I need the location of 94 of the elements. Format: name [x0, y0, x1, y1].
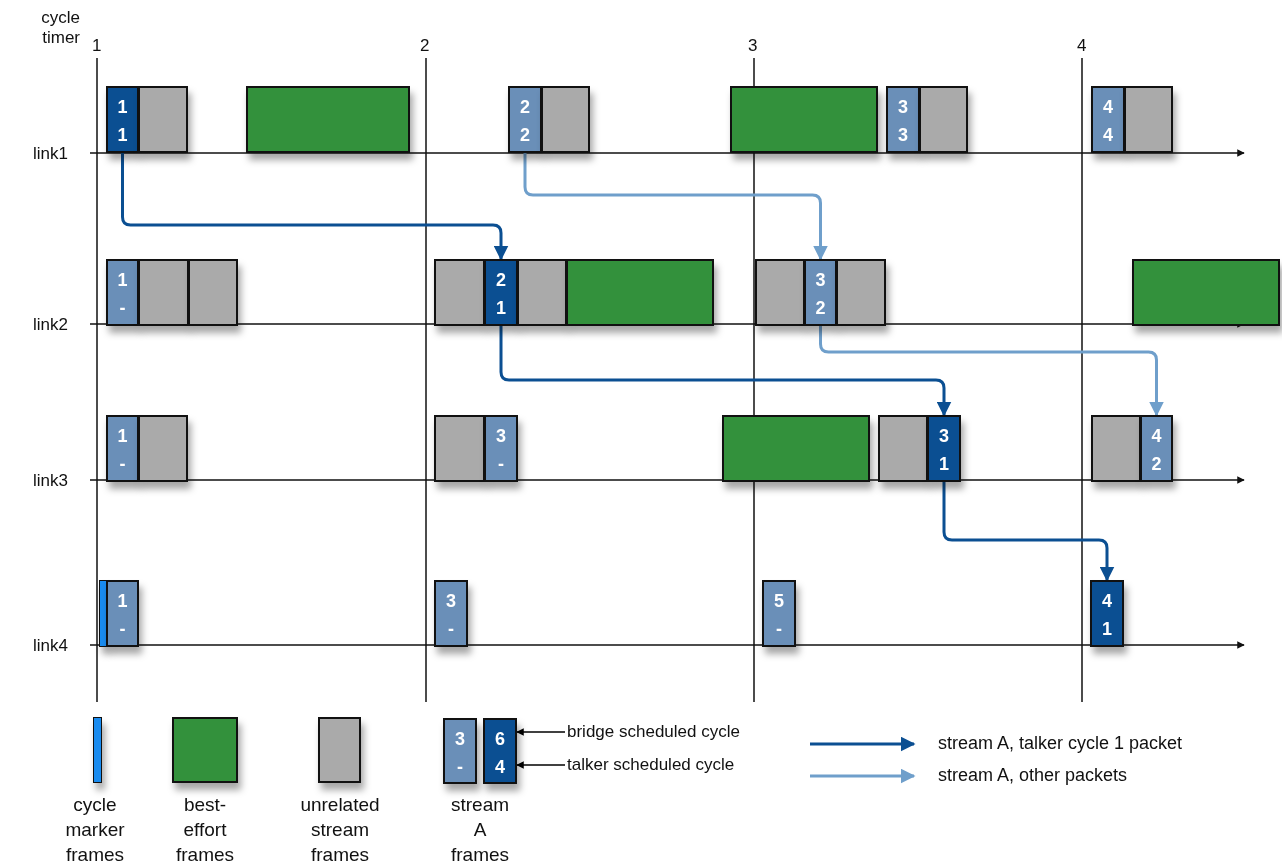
- best-effort-frame: [1132, 259, 1280, 326]
- cycle-number: 1: [495, 298, 507, 318]
- cycle-number: -: [456, 757, 464, 777]
- best-effort-frame: [730, 86, 878, 153]
- cycle-number: 1: [92, 36, 102, 56]
- cycle-number: 4: [1102, 125, 1114, 145]
- stream-frame: [484, 259, 518, 326]
- cycle-number: 1: [938, 454, 950, 474]
- cycle-number: -: [118, 454, 127, 474]
- arrow: [499, 326, 952, 417]
- unrelated-frame: [138, 415, 188, 482]
- best-effort-frame: [566, 259, 714, 326]
- cycle-number: 3: [897, 97, 909, 117]
- stream-frame: [762, 580, 796, 647]
- best-effort-frame: [722, 415, 870, 482]
- cycle-number: 1: [116, 426, 129, 446]
- unrelated-frame: [1091, 415, 1141, 482]
- stream-frame: [1091, 86, 1125, 153]
- cycle-number: -: [775, 619, 783, 639]
- stream-frame: [886, 86, 920, 153]
- legend-label: unrelated stream frames: [299, 793, 381, 865]
- legend-label: stream A, other packets: [938, 765, 1128, 785]
- cycle-number: 2: [519, 125, 531, 145]
- stream-frame: [106, 415, 139, 482]
- unrelated-frame: [434, 259, 485, 326]
- unrelated-frame: [755, 259, 805, 326]
- unrelated-frame: [878, 415, 928, 482]
- stream-frame: [508, 86, 542, 153]
- cycle-number: 4: [494, 757, 506, 777]
- arrow: [121, 153, 509, 261]
- unrelated-frame: [434, 415, 485, 482]
- cycle-number: 5: [773, 591, 785, 611]
- unrelated-frame: [517, 259, 567, 326]
- cycle-number: 2: [495, 270, 507, 290]
- annotation-text: talker scheduled cycle: [567, 755, 735, 775]
- cycle-number: -: [497, 454, 505, 474]
- stream-frame: [434, 580, 468, 647]
- cycle-number: 1: [1101, 619, 1113, 639]
- cycle-number: 2: [1150, 454, 1163, 474]
- link-label: link1: [33, 144, 68, 164]
- cycle-number: 3: [897, 125, 909, 145]
- cycle-number: 1: [116, 591, 129, 611]
- cycle-number: 2: [519, 97, 531, 117]
- cycle-number: 4: [1077, 36, 1087, 56]
- unrelated-frame: [919, 86, 968, 153]
- leader-line: [516, 728, 566, 736]
- cycle-number: 1: [116, 270, 129, 290]
- stream-frame: [484, 415, 518, 482]
- cycle-number: 1: [116, 97, 129, 117]
- legend-label: stream A frames: [450, 793, 510, 865]
- legend-label: stream A, talker cycle 1 packet: [938, 733, 1183, 753]
- unrelated-frame: [138, 259, 189, 326]
- stream-frame: [106, 580, 139, 647]
- cycle-number: 3: [814, 270, 827, 290]
- unrelated-frame: [836, 259, 886, 326]
- cycle-number: 3: [495, 426, 507, 446]
- stream-frame: [443, 718, 477, 784]
- cycle-number: 2: [420, 36, 430, 56]
- stream-frame: [1140, 415, 1173, 482]
- cycle-number: 1: [116, 125, 129, 145]
- cycle-number: -: [447, 619, 455, 639]
- arrow: [819, 326, 1164, 417]
- stream-frame: [106, 86, 139, 153]
- annotation-text: bridge scheduled cycle: [567, 722, 740, 742]
- leader-line: [516, 761, 566, 769]
- cycle-number: 3: [445, 591, 457, 611]
- unrelated-frame: [188, 259, 238, 326]
- link-label: link2: [33, 315, 68, 335]
- cycle-number: 3: [454, 729, 466, 749]
- cycle-number: -: [118, 619, 127, 639]
- cycle-number: 2: [814, 298, 827, 318]
- stream-frame: [1090, 580, 1124, 647]
- cycle-number: 3: [748, 36, 758, 56]
- legend-label: best-effort frames: [174, 793, 236, 865]
- cycle-number: 4: [1101, 591, 1113, 611]
- link-label: link4: [33, 636, 68, 656]
- stream-frame: [483, 718, 517, 784]
- link-label: link3: [33, 471, 68, 491]
- arrow: [942, 482, 1115, 582]
- cycle-number: 6: [494, 729, 506, 749]
- cycle-number: 4: [1102, 97, 1114, 117]
- cycle-number: -: [118, 298, 127, 318]
- legend-label: cycle marker frames: [64, 793, 126, 865]
- stream-frame: [804, 259, 837, 326]
- unrelated-frame: [138, 86, 188, 153]
- arrow: [523, 153, 828, 261]
- cycle-number: 3: [938, 426, 950, 446]
- stream-frame: [927, 415, 961, 482]
- axis-title: cycle timer: [40, 8, 80, 48]
- stream-frame: [106, 259, 139, 326]
- cycle-number: 4: [1150, 426, 1163, 446]
- unrelated-frame: [1124, 86, 1173, 153]
- best-effort-frame: [246, 86, 410, 153]
- unrelated-frame: [541, 86, 590, 153]
